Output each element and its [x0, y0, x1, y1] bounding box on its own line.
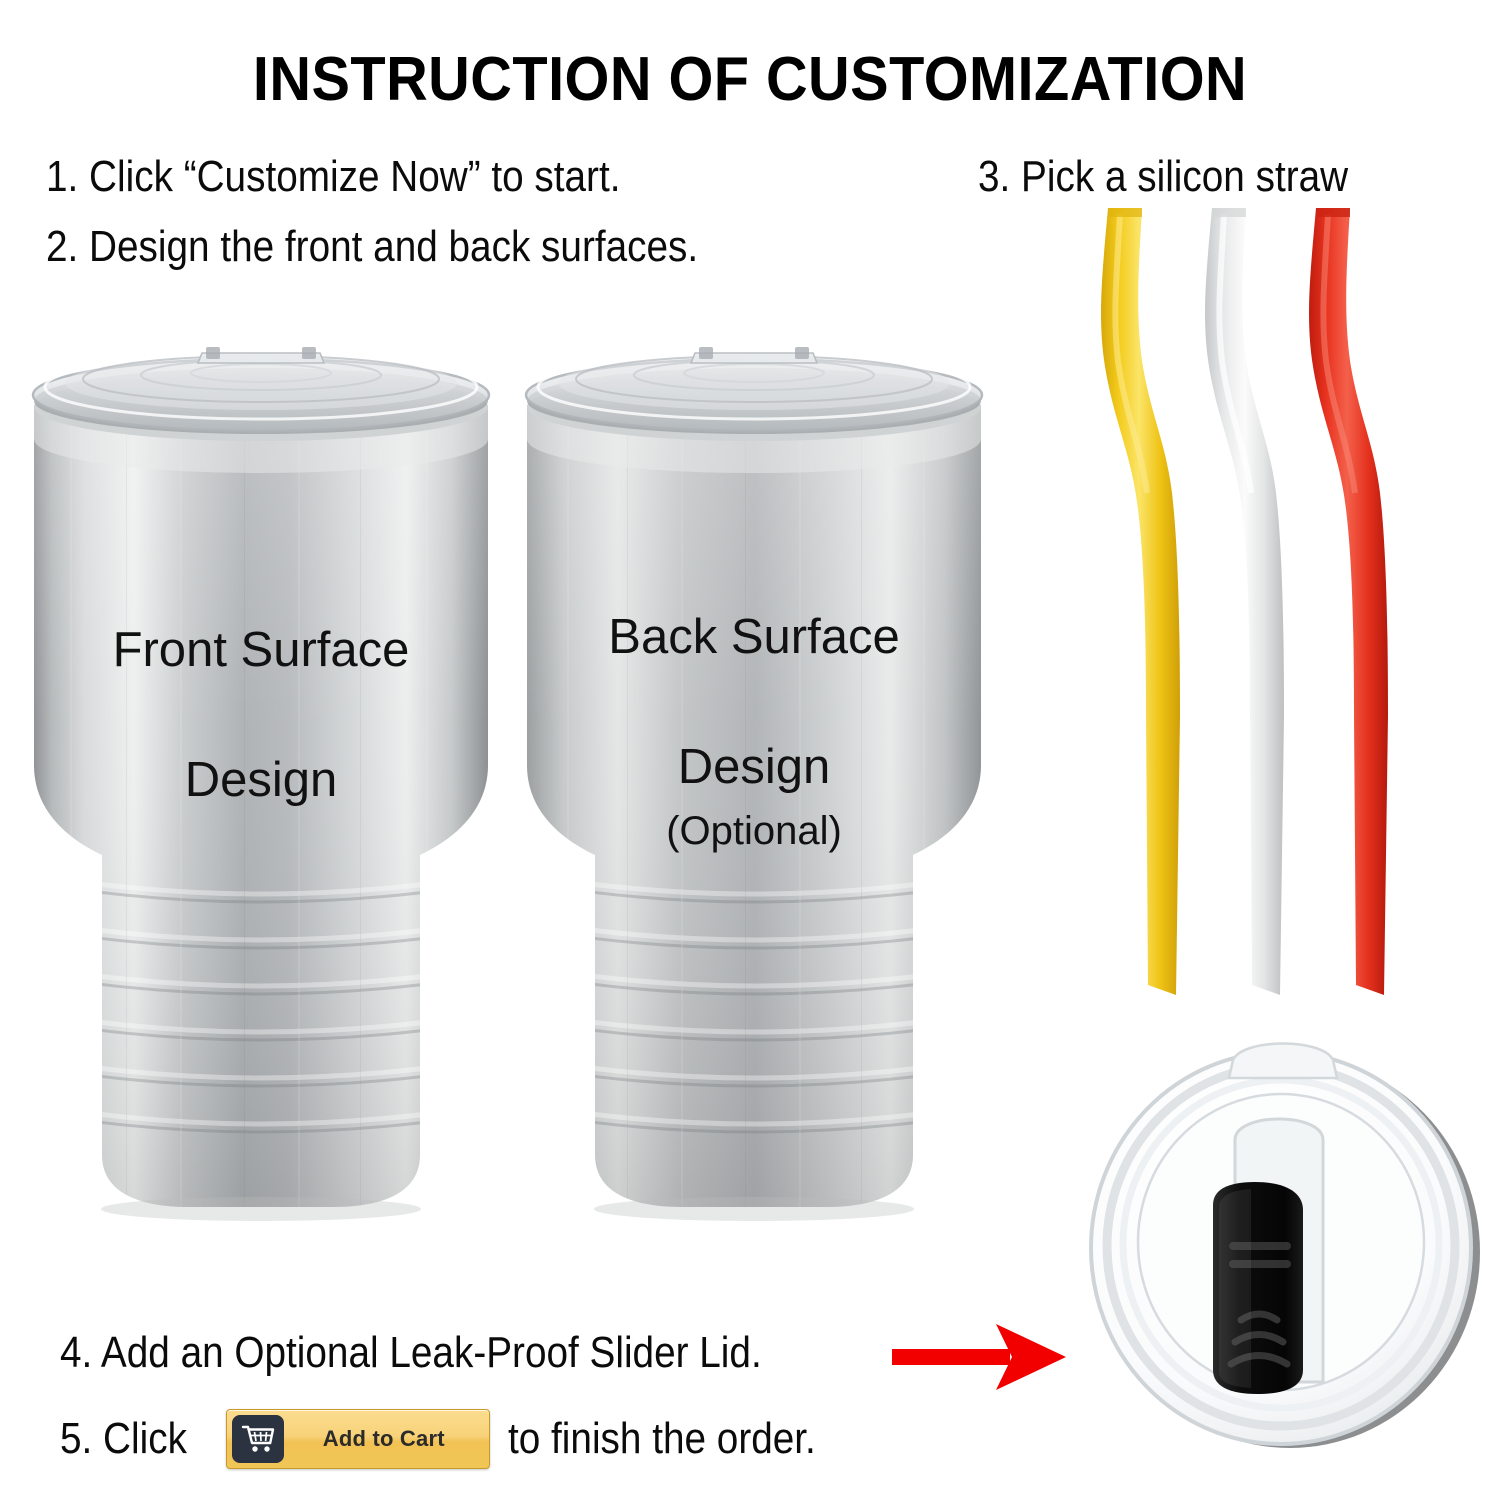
yellow-straw[interactable] — [1101, 208, 1180, 995]
shopping-cart-icon — [232, 1415, 285, 1463]
white-straw[interactable] — [1205, 208, 1284, 995]
instruction-step-4: 4. Add an Optional Leak-Proof Slider Lid… — [60, 1328, 762, 1377]
tumbler-front-illustration — [31, 347, 491, 1221]
tumbler-front-preview: Front Surface Design — [30, 335, 492, 1235]
instruction-step-2: 2. Design the front and back surfaces. — [46, 222, 699, 271]
red-pointer-arrow — [892, 1324, 1066, 1390]
leak-proof-slider-lid — [1089, 1042, 1480, 1448]
add-to-cart-button[interactable]: Add to Cart — [226, 1409, 491, 1469]
instruction-step-3: 3. Pick a silicon straw — [978, 152, 1349, 201]
instruction-step-5-prefix: 5. Click — [60, 1414, 187, 1463]
red-straw[interactable] — [1309, 208, 1388, 995]
instruction-step-5: 5. Click Add to Cart to finish the order… — [60, 1408, 858, 1470]
instruction-step-5-suffix: to finish the order. — [508, 1414, 817, 1463]
tumbler-back-preview: Back Surface Design (Optional) — [523, 335, 985, 1235]
instruction-step-1: 1. Click “Customize Now” to start. — [46, 152, 621, 201]
silicon-straw-options — [1101, 208, 1388, 995]
page-title: INSTRUCTION OF CUSTOMIZATION — [252, 45, 1248, 114]
add-to-cart-label: Add to Cart — [322, 1426, 445, 1451]
tumbler-back-illustration — [524, 347, 984, 1221]
